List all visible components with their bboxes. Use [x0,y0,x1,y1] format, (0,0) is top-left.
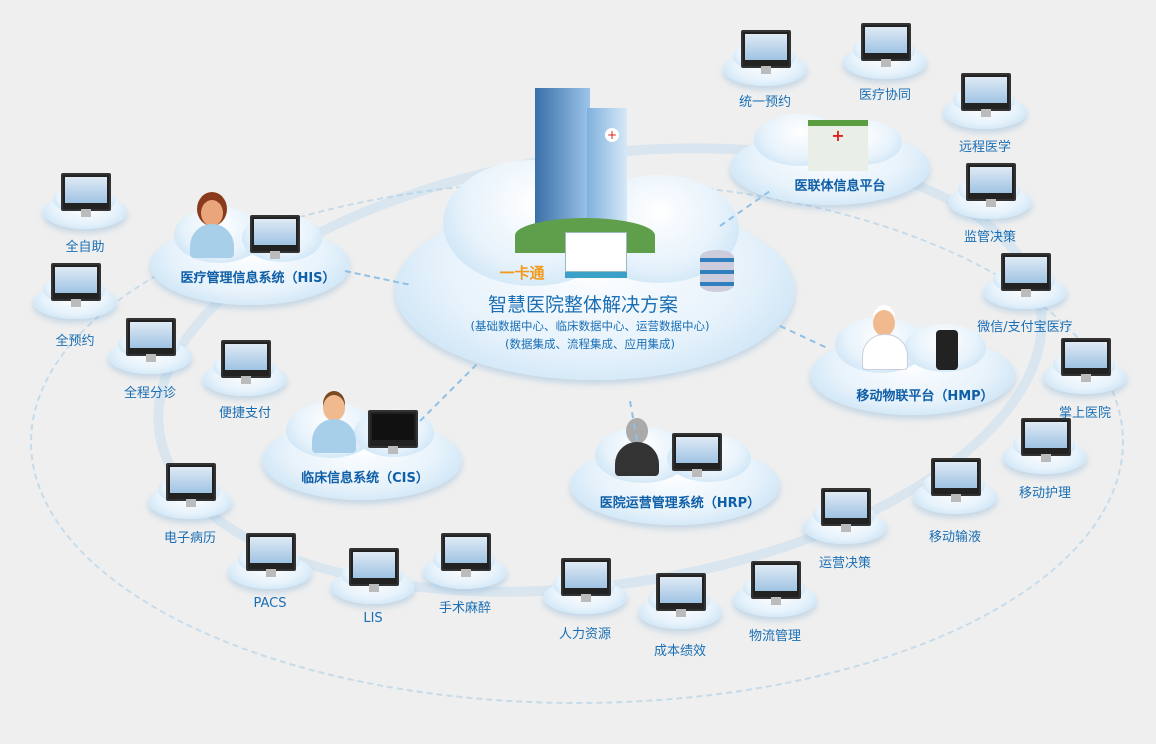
telemedicine-icon [961,73,1011,117]
cis-label[interactable]: 临床信息系统（CIS） [301,471,429,486]
smartphone-icon [936,330,958,370]
payment-card-icon [221,340,271,384]
clinic-building-icon: + [808,120,868,171]
monitor-icon [672,433,722,477]
satellite-label[interactable]: 掌上医院 [1058,406,1112,421]
database-icon [700,250,734,292]
monitor-icon [126,318,176,362]
monitor-icon [250,215,300,259]
his-label[interactable]: 医疗管理信息系统（HIS） [180,271,336,286]
satellite-label[interactable]: 运营决策 [818,556,872,571]
satellite-label[interactable]: 统一预约 [738,95,792,110]
satellite-label[interactable]: 全程分诊 [123,386,177,401]
center-subtitle-1: (基础数据中心、临床数据中心、运营数据中心) [470,319,710,333]
smartphone-icon [1061,338,1111,382]
satellite-label[interactable]: LIS [363,611,383,626]
female-doctor-icon [190,200,234,258]
satellite-label[interactable]: 电子病历 [163,531,217,546]
laptop-icon [166,463,216,507]
binders-icon [441,533,491,577]
monitor-icon [966,163,1016,207]
hrp-label[interactable]: 医院运营管理系统（HRP） [599,496,761,511]
dollar-monitor-icon [656,573,706,617]
anatomy-monitor-icon [368,410,418,454]
monitor-icon [741,30,791,74]
infusion-icon [931,458,981,502]
male-doctor-icon [312,395,356,453]
ct-scan-monitor-icon [246,533,296,577]
center-subtitle-2: (数据集成、流程集成、应用集成) [505,337,675,351]
satellite-label[interactable]: 移动输液 [928,530,982,545]
satellite-label[interactable]: 手术麻醉 [438,601,492,616]
phone-wechat-icon [1001,253,1051,297]
kiosk-icon [61,173,111,217]
cis-cloud [262,402,462,500]
satellite-label[interactable]: 移动护理 [1018,486,1072,501]
satellite-label[interactable]: 全预约 [55,334,95,349]
satellite-label[interactable]: 微信/支付宝医疗 [977,320,1073,335]
satellite-label[interactable]: 成本绩效 [653,644,707,659]
hmp-label[interactable]: 移动物联平台（HMP） [856,389,994,404]
page-title: 智慧医院整体解决方案 [487,294,679,316]
card-label: 一卡通 [499,264,545,282]
satellite-label[interactable]: 人力资源 [558,627,612,642]
satellite-label[interactable]: PACS [253,596,287,611]
card-reader-icon [565,232,627,272]
pda-icon [1021,418,1071,462]
satellite-label[interactable]: 全自助 [65,240,105,255]
laptop-icon [349,548,399,592]
businessman-icon [615,418,659,476]
laptop-icon [821,488,871,532]
monitor-icon [51,263,101,307]
truck-monitor-icon [751,561,801,605]
nurse-icon [862,310,908,370]
satellite-label[interactable]: 远程医学 [958,140,1012,155]
monitor-icon [561,558,611,602]
satellite-label[interactable]: 物流管理 [748,629,802,644]
alliance-label[interactable]: 医联体信息平台 [794,179,886,194]
satellite-label[interactable]: 便捷支付 [218,406,272,421]
doctors-icon [861,23,911,67]
satellite-label[interactable]: 医疗协同 [858,88,912,103]
satellite-label[interactable]: 监管决策 [963,230,1017,245]
